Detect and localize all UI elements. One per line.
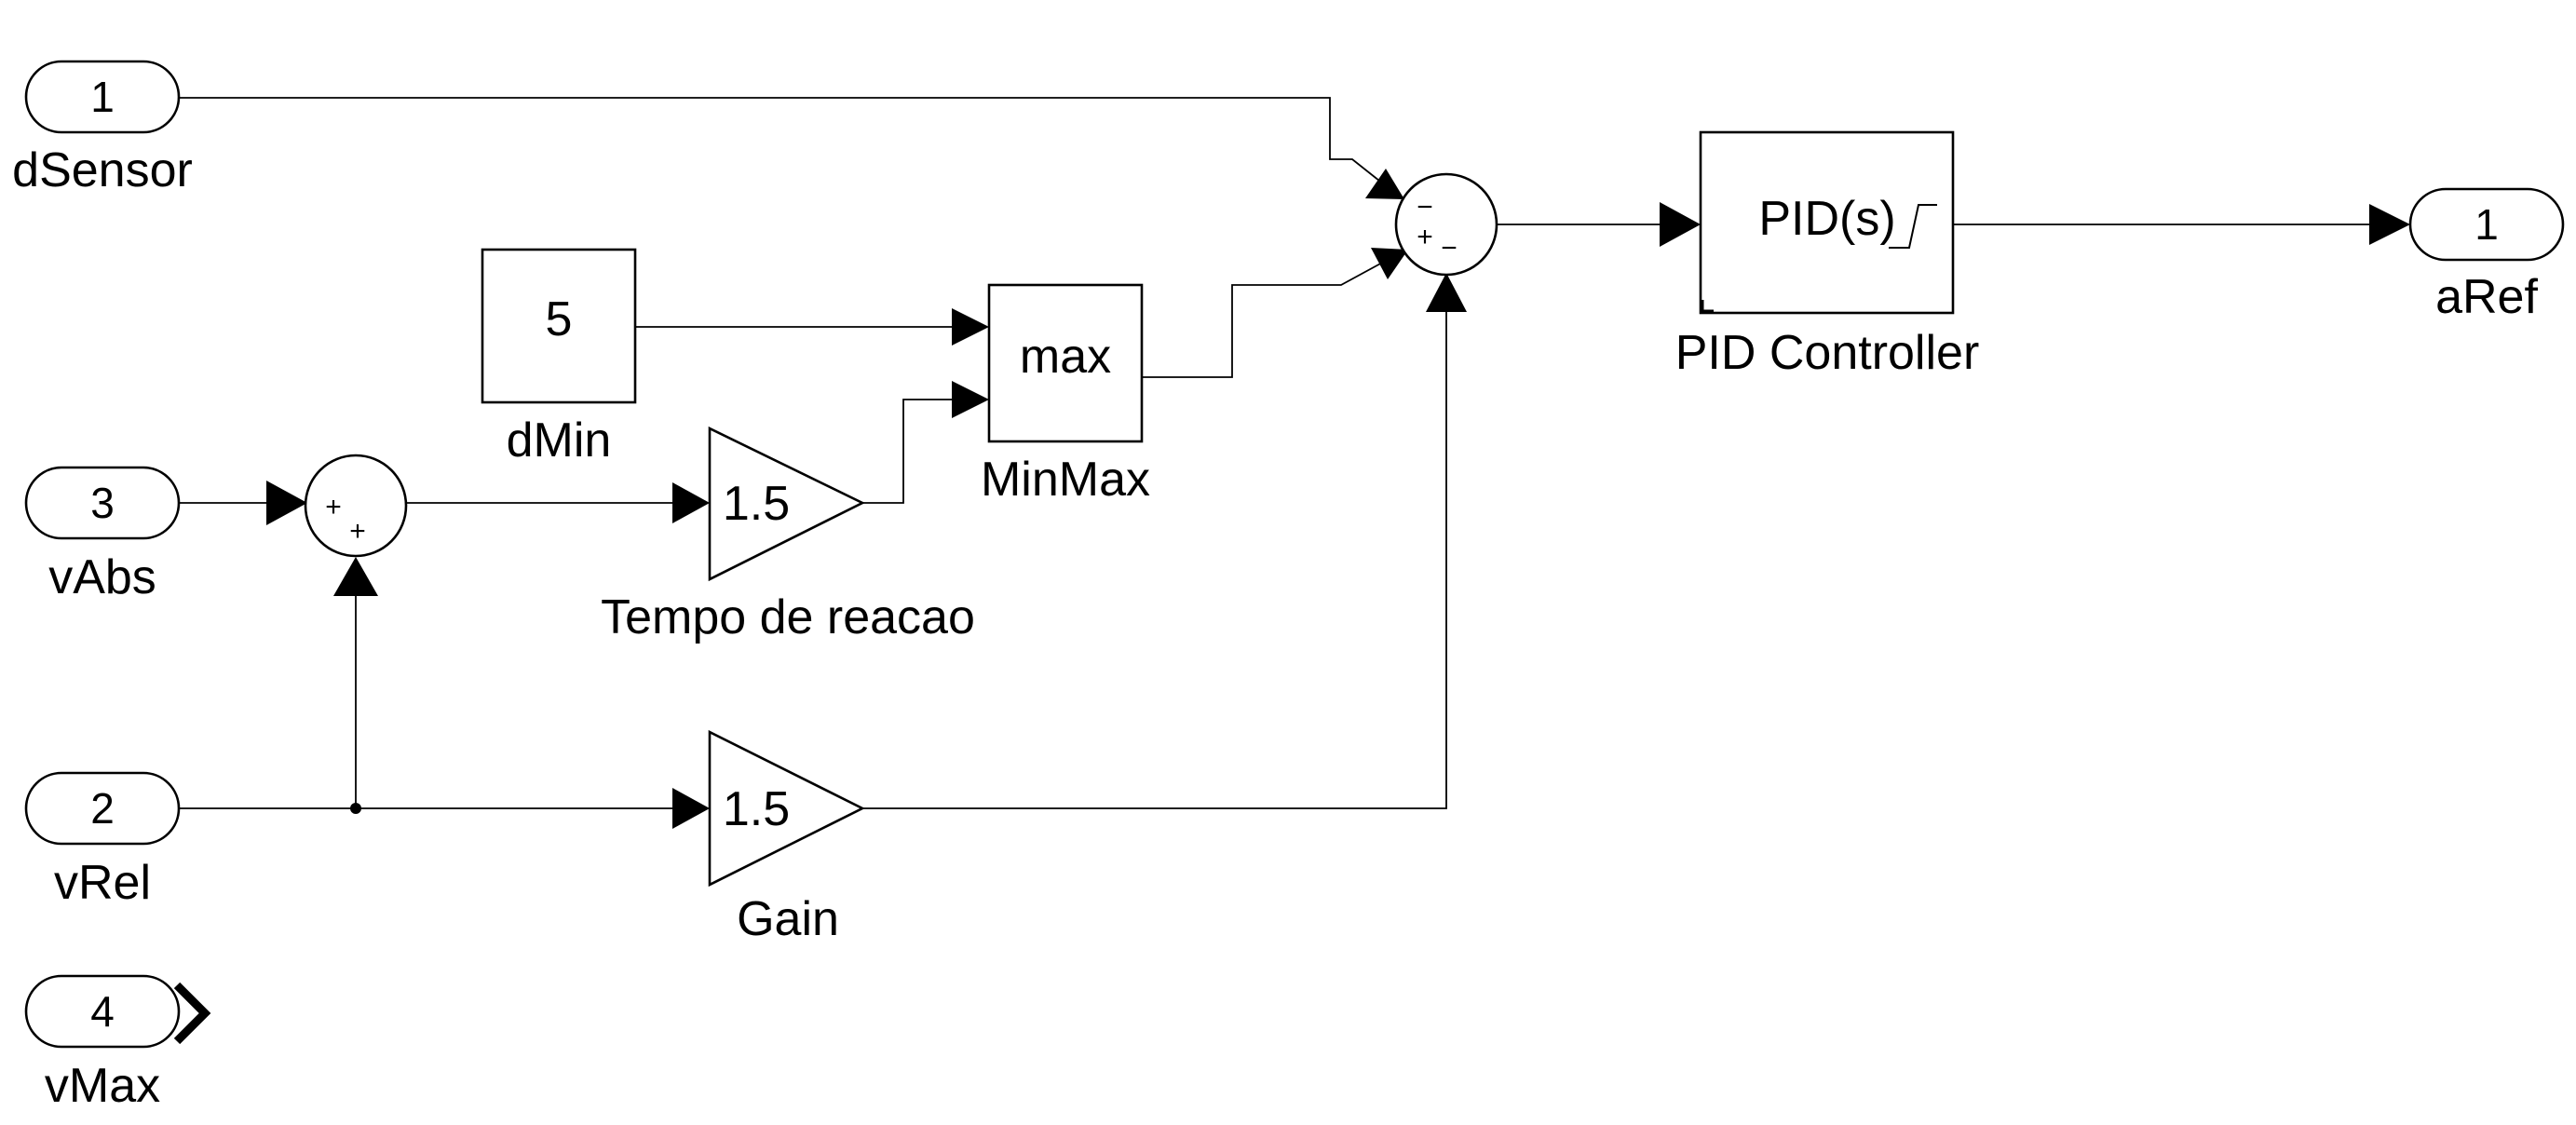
minmax-function: max <box>1020 330 1111 384</box>
inport-label: dSensor <box>12 143 193 197</box>
inport-vabs[interactable]: 3 vAbs <box>24 466 181 604</box>
gain-label: Gain <box>737 892 839 946</box>
wire-reaction-to-minmax[interactable] <box>862 399 955 504</box>
pid-label: PID Controller <box>1675 326 1980 380</box>
arrow-pid-aref <box>2369 204 2410 245</box>
inport-vmax[interactable]: 4 vMax <box>24 974 211 1113</box>
sum-sign-1: + <box>325 492 342 522</box>
inport-number: 1 <box>90 73 115 121</box>
inport-number: 2 <box>90 784 115 833</box>
arrow-sum-pid <box>1660 202 1701 247</box>
gain-value: 1.5 <box>723 477 790 531</box>
arrow-minmax-sum <box>1371 248 1408 279</box>
inport-vrel[interactable]: 2 vRel <box>24 771 181 910</box>
sum-sign-1: − <box>1417 192 1433 223</box>
constant-label: dMin <box>507 413 612 468</box>
gain-block[interactable]: 1.5 Gain <box>708 729 865 946</box>
arrow-sum-reaction <box>672 482 710 523</box>
arrow-branch-sum <box>333 557 378 596</box>
wire-gain-to-sum[interactable] <box>862 312 1447 809</box>
branch-point <box>350 803 361 814</box>
gain-value: 1.5 <box>723 782 790 836</box>
constant-value: 5 <box>546 292 573 346</box>
wire-minmax-to-sum[interactable] <box>1142 261 1385 378</box>
constant-block-dmin[interactable]: 5 dMin <box>481 248 637 468</box>
arrow-gain-sum <box>1426 273 1467 312</box>
inport-number: 4 <box>90 987 115 1036</box>
saturation-icon <box>1889 204 1937 249</box>
wire-dsensor-to-sum[interactable] <box>179 97 1385 185</box>
sum-block-left[interactable]: + + <box>304 454 408 558</box>
pid-controller-block[interactable]: PID(s) PID Controller <box>1675 130 1980 380</box>
arrowheads <box>266 169 2410 829</box>
inport-label: vAbs <box>48 550 156 604</box>
gain-label: Tempo de reacao <box>601 590 975 644</box>
inport-number: 3 <box>90 479 115 527</box>
signal-lines <box>179 97 2371 814</box>
minmax-label: MinMax <box>981 453 1150 507</box>
outport-number: 1 <box>2474 200 2499 249</box>
outport-label: aRef <box>2435 270 2538 324</box>
arrow-reaction-minmax <box>952 381 989 418</box>
sum-sign-2: + <box>1417 222 1433 252</box>
corner-mark-icon <box>1701 300 1714 313</box>
sum-sign-3: − <box>1441 233 1457 264</box>
inport-dsensor[interactable]: 1 dSensor <box>12 60 193 197</box>
arrow-vrel-gain <box>672 788 710 829</box>
inport-label: vRel <box>54 856 151 910</box>
arrow-vabs-sum <box>266 481 307 525</box>
minmax-block[interactable]: max MinMax <box>981 283 1150 507</box>
inport-label: vMax <box>45 1059 160 1113</box>
gain-block-reaction-time[interactable]: 1.5 Tempo de reacao <box>601 426 975 644</box>
pid-text: PID(s) <box>1758 192 1895 246</box>
arrow-dsensor-sum <box>1365 169 1404 199</box>
outport-aref[interactable]: 1 aRef <box>2408 187 2565 324</box>
unconnected-chevron-icon <box>173 982 211 1045</box>
sum-block-top[interactable]: − + − <box>1394 172 1498 277</box>
sum-sign-2: + <box>349 516 366 547</box>
arrow-dmin-minmax <box>952 308 989 346</box>
